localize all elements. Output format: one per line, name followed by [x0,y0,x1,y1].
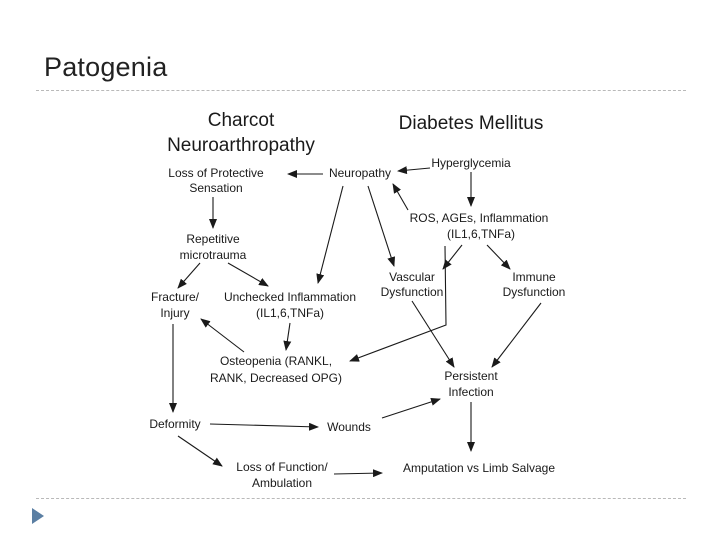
node-amputation: Amputation vs Limb Salvage [403,461,555,475]
node-loss-protective-line-1: Loss of Protective [168,166,264,180]
node-osteopenia-line-1: Osteopenia (RANKL, [220,354,332,368]
arrow-unchecked-to-osteopenia [283,322,292,351]
arrow-neuropathy-to-vascular [367,185,396,267]
node-deformity: Deformity [149,417,200,431]
arrow-repetitive-to-fracture [177,262,201,289]
arrow-ros-to-vascular [442,244,463,270]
node-loss-function-line-1: Loss of Function/ [236,460,328,474]
arrow-ros-to-neuropathy [392,183,409,211]
node-fracture-line-1: Fracture/ [151,290,200,304]
arrow-vascular-to-persistent [411,300,455,368]
bullet-arrow-icon [32,508,44,524]
top-divider [36,90,686,91]
arrow-loss-function-to-amputation [333,469,383,478]
node-loss-function-line-2: Ambulation [252,476,312,490]
node-loss-protective-line-2: Sensation [189,181,242,195]
node-repetitive-line-1: Repetitive [186,232,240,246]
node-persistent-line-2: Infection [448,385,493,399]
node-unchecked-line-1: Unchecked Inflammation [224,290,356,304]
slide-title: Patogenia [44,52,168,82]
arrow-ros-to-immune [486,244,511,270]
node-vascular-line-2: Dysfunction [381,285,444,299]
arrow-ros-to-osteopenia [349,245,447,362]
arrow-deformity-to-loss-function [177,435,223,467]
header-charcot-line-1: Charcot [208,110,275,131]
node-ros-line-1: ROS, AGEs, Inflammation [410,211,549,225]
node-wounds: Wounds [327,420,371,434]
node-repetitive-line-2: microtrauma [180,248,247,262]
arrow-hyperglycemia-to-neuropathy [397,166,431,175]
node-osteopenia-line-2: RANK, Decreased OPG) [210,371,342,385]
header-charcot-line-2: Neuroarthropathy [167,135,315,156]
node-neuropathy: Neuropathy [329,166,391,180]
arrow-wounds-to-persistent [381,398,441,419]
node-ros-line-2: (IL1,6,TNFa) [447,227,515,241]
node-unchecked-line-2: (IL1,6,TNFa) [256,306,324,320]
arrow-deformity-to-wounds [209,422,319,431]
node-fracture-line-2: Injury [160,306,189,320]
header-diabetes: Diabetes Mellitus [399,113,544,134]
node-immune-line-2: Dysfunction [503,285,566,299]
arrow-neuropathy-to-unchecked [316,185,344,284]
arrow-osteopenia-to-fracture [200,318,245,353]
arrow-repetitive-to-unchecked [227,262,269,287]
node-immune-line-1: Immune [512,270,556,284]
node-vascular-line-1: Vascular [389,270,435,284]
node-persistent-line-1: Persistent [444,369,498,383]
node-hyperglycemia: Hyperglycemia [431,156,511,170]
bottom-divider [36,498,686,499]
arrow-immune-to-persistent [491,302,542,368]
